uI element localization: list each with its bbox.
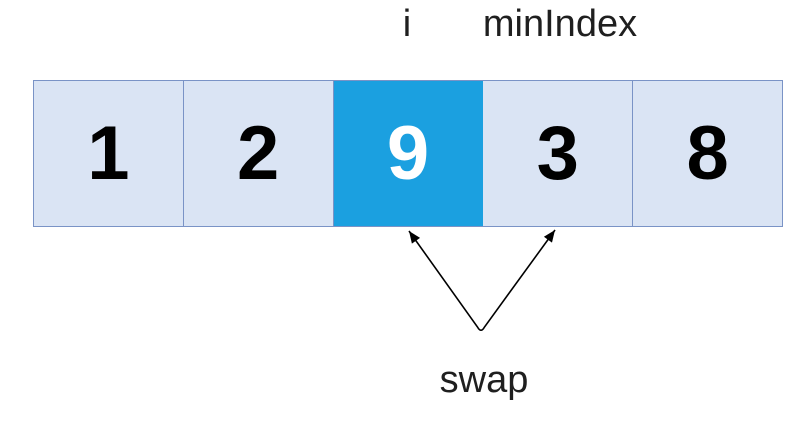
array-cell-value: 2 [237,110,280,196]
array-row: 1 2 9 3 8 [33,80,783,227]
array-cell-2-highlighted: 9 [333,81,484,226]
pointer-label-minindex: minIndex [482,3,638,45]
array-cell-value: 9 [386,110,430,196]
pointer-label-i: i [402,3,412,45]
swap-arrow-path [408,229,556,332]
array-cell-value: 8 [686,110,729,196]
array-cell-4: 8 [633,81,782,226]
array-cell-3: 3 [483,81,634,226]
array-cell-1: 2 [183,81,334,226]
array-cell-value: 1 [87,110,130,196]
array-cell-value: 3 [536,110,579,196]
swap-label: swap [439,359,529,401]
array-cell-0: 1 [34,81,184,226]
